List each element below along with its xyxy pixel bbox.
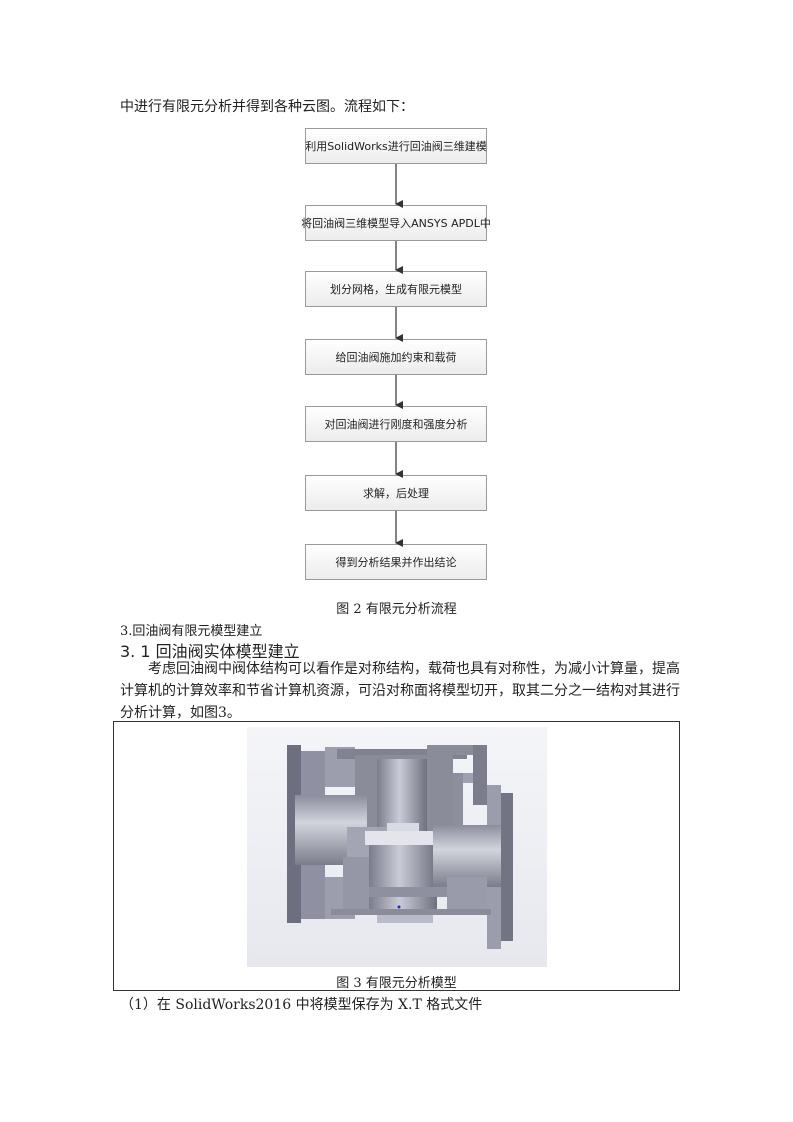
flowchart-arrows	[395, 164, 403, 547]
intro-line: 中进行有限元分析并得到各种云图。流程如下：	[120, 99, 414, 115]
flow-step-3: 划分网格，生成有限元模型	[305, 271, 487, 307]
flow-step-2: 将回油阀三维模型导入ANSYS APDL中	[301, 205, 491, 241]
section31-heading: 3. 1 回油阀实体模型建立	[120, 642, 300, 661]
body-paragraph: 考虑回油阀中阀体结构可以看作是对称结构，载荷也具有对称性，为减小计算量，提高计算…	[120, 661, 680, 721]
section3-heading: 3.回油阀有限元模型建立	[120, 624, 263, 639]
figure3-caption: 图 3 有限元分析模型	[336, 976, 457, 991]
valve-model-image	[247, 727, 547, 967]
step1-text: （1）在 SolidWorks2016 中将模型保存为 X.T 格式文件	[120, 997, 483, 1013]
figure2-caption: 图 2 有限元分析流程	[336, 602, 457, 617]
figure3-frame	[113, 721, 680, 991]
flow-step-1: 利用SolidWorks进行回油阀三维建模	[305, 128, 487, 164]
